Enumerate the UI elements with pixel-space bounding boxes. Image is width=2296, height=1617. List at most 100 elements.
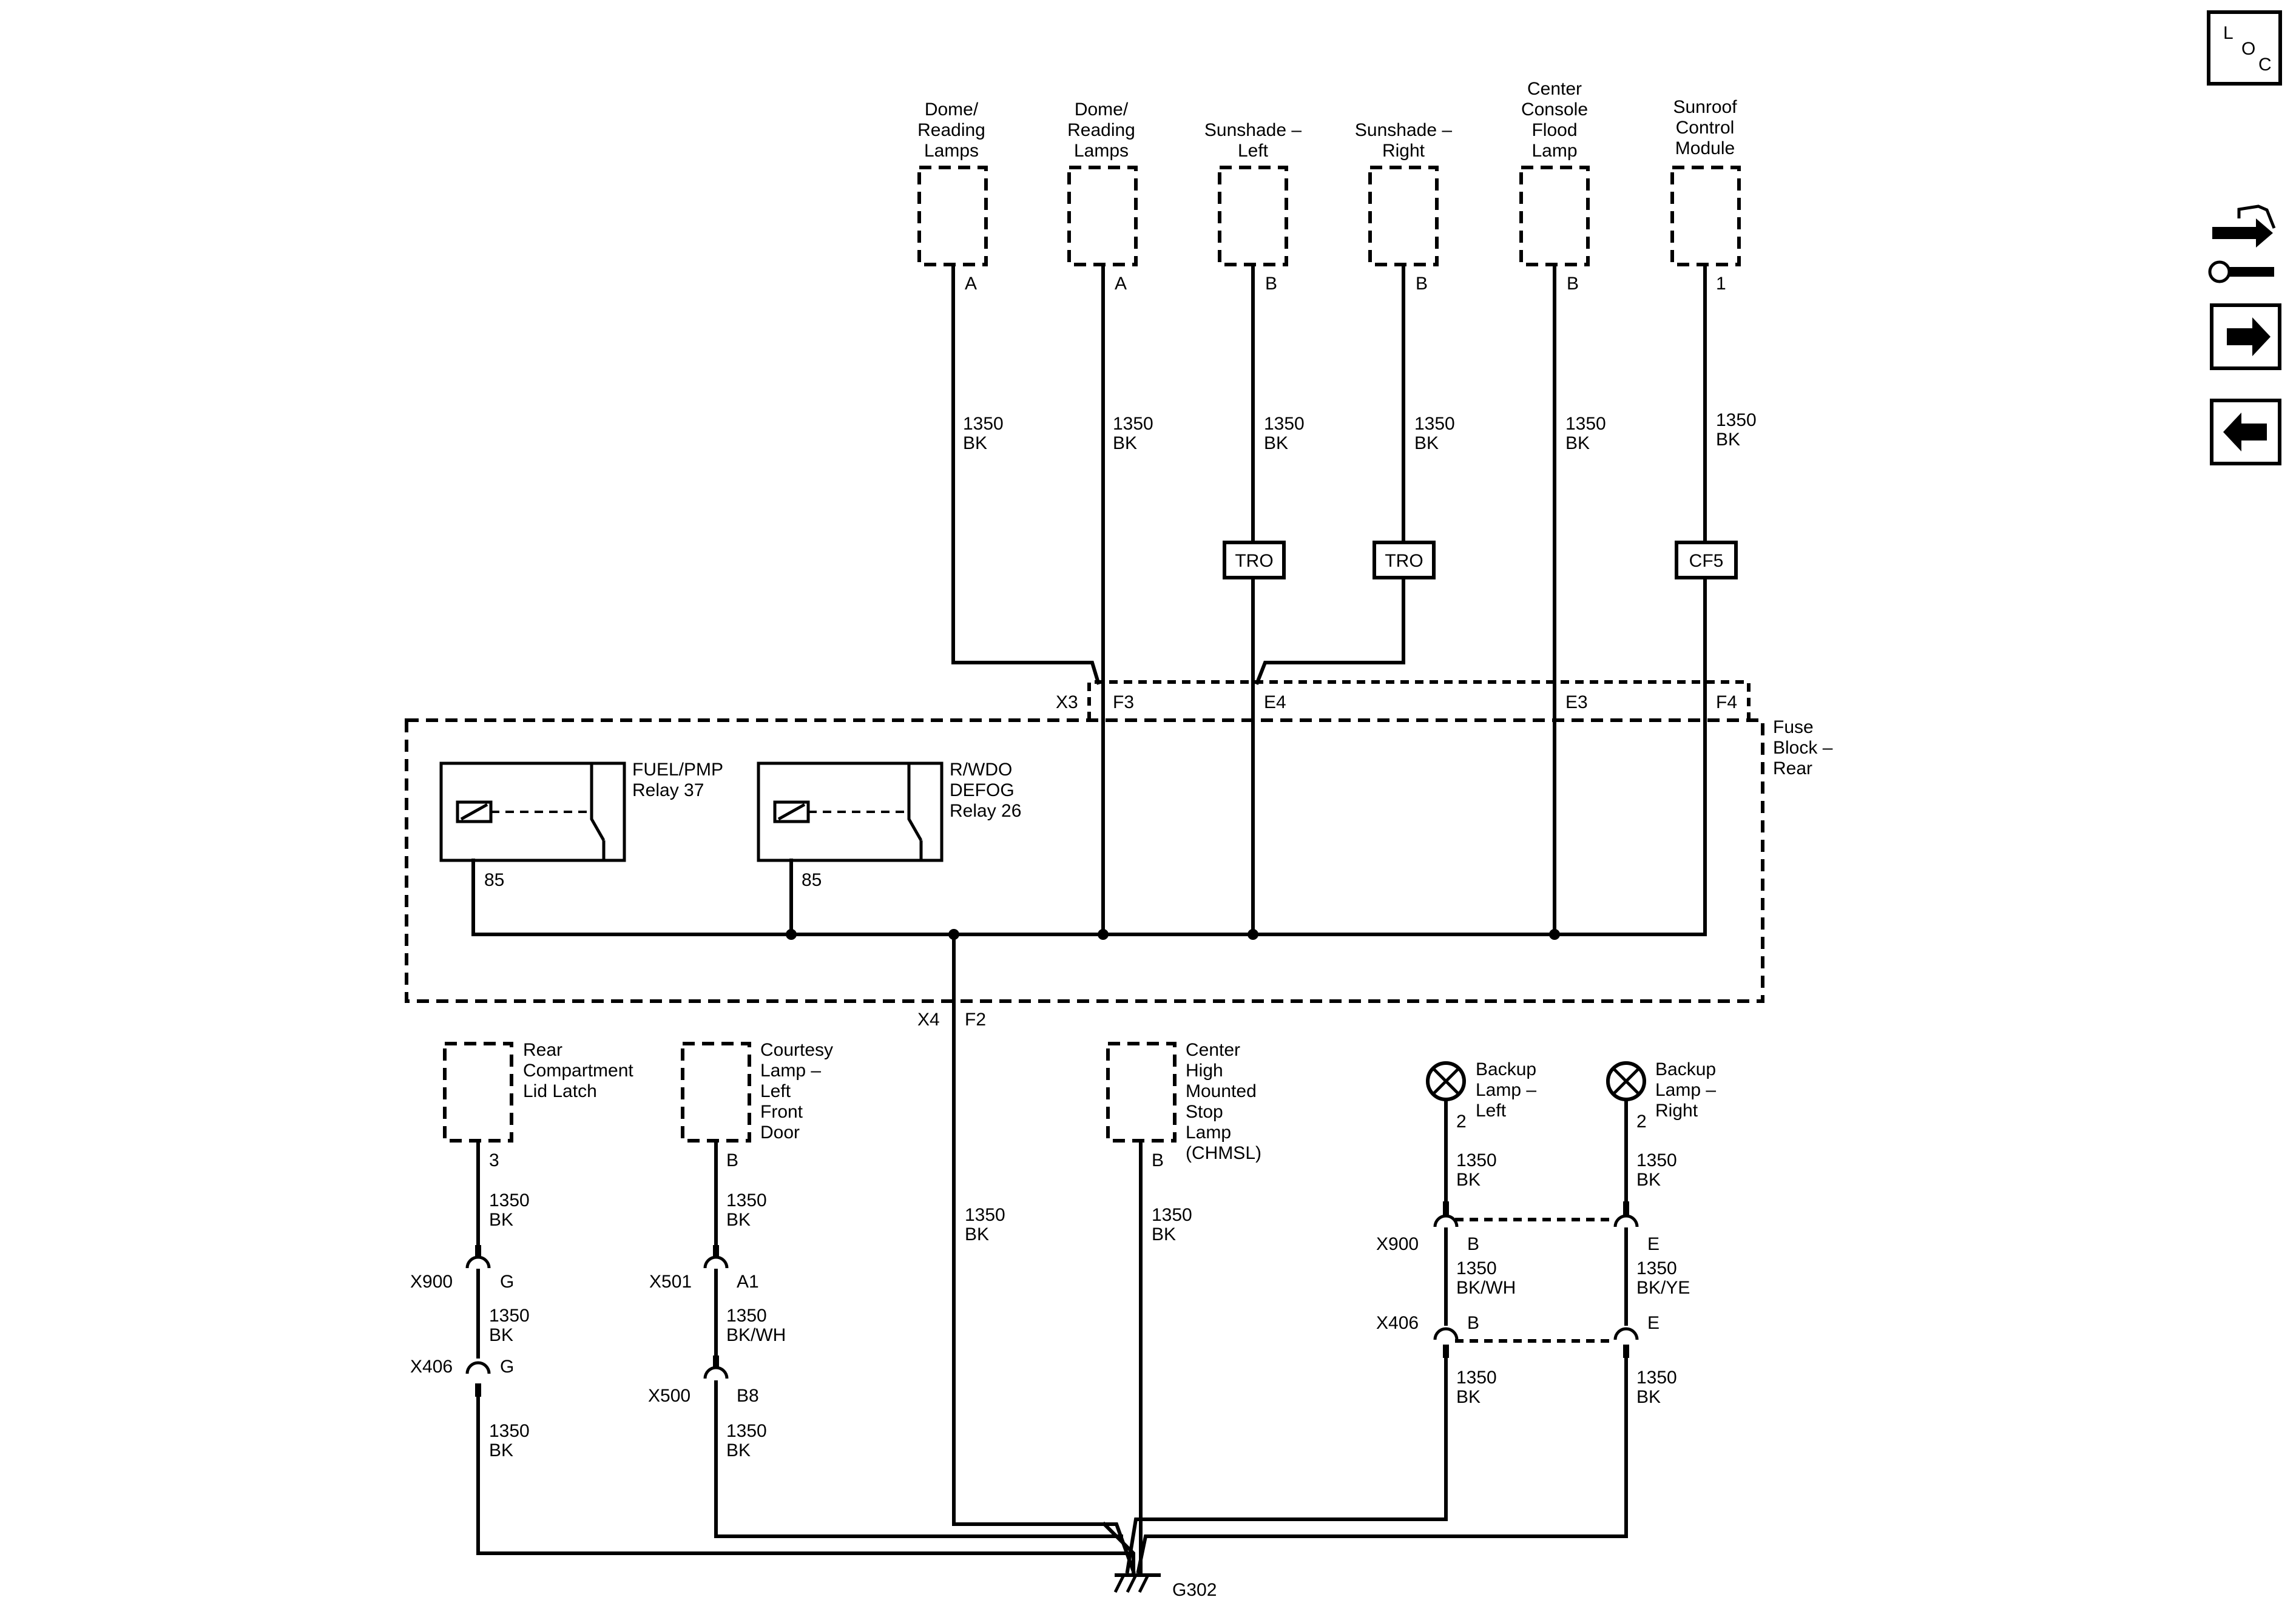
- backup-left-conn-b-pin: B: [1467, 1313, 1479, 1333]
- sunshade-left-wire-color: BK: [1264, 433, 1288, 453]
- connector-x3: X3: [1056, 692, 1078, 712]
- chmsl-label-3: Mounted: [1186, 1081, 1257, 1101]
- courtesy-conn1: X501: [649, 1272, 692, 1292]
- sunroof-pin: 1: [1716, 274, 1726, 294]
- sunroof-label-1: Sunroof: [1673, 97, 1737, 117]
- center-console-flood-lamp: Center Console Flood Lamp B 1350 BK: [1519, 79, 1606, 453]
- relay-26-label-1: R/WDO: [950, 760, 1012, 780]
- lid-latch-w1-color: BK: [489, 1210, 513, 1230]
- courtesy-label-5: Door: [760, 1122, 800, 1143]
- arrow-right-icon[interactable]: [2210, 303, 2281, 370]
- backup-right-conn-a-pin: E: [1647, 1234, 1660, 1254]
- sunshade-right-label-1: Sunshade –: [1355, 120, 1452, 140]
- courtesy-w1-num: 1350: [726, 1190, 767, 1210]
- dome-lamp-1-wire-color: BK: [963, 433, 987, 453]
- courtesy-conn2-pin: B8: [737, 1386, 759, 1406]
- backup-left-label-2: Lamp –: [1476, 1080, 1536, 1100]
- courtesy-lamp-left-front-door: Courtesy Lamp – Left Front Door B 1350 B…: [648, 1040, 833, 1460]
- loc-letter-l: L: [2223, 23, 2234, 43]
- backup-left-w3-color: BK: [1456, 1387, 1481, 1407]
- lid-latch-pin: 3: [489, 1150, 499, 1170]
- lid-latch-w2-color: BK: [489, 1325, 513, 1345]
- fuse-pin-f4: F4: [1716, 692, 1737, 712]
- splice-tro-left: TRO: [1223, 541, 1286, 579]
- rwdo-defog-relay-26: R/WDO DEFOG Relay 26 85: [757, 760, 1021, 890]
- dome-lamp-1-label-2: Reading: [917, 120, 985, 140]
- relay-26-label-3: Relay 26: [950, 801, 1021, 821]
- backup-conn-x900: X900: [1376, 1234, 1419, 1254]
- sunshade-right-wire-color: BK: [1414, 433, 1439, 453]
- sunroof-label-2: Control: [1676, 118, 1735, 138]
- dome-lamp-2-wire-color: BK: [1113, 433, 1137, 453]
- dome-lamp-1-label-1: Dome/: [925, 100, 979, 120]
- relay-37-pin: 85: [484, 870, 504, 890]
- flood-lamp-pin: B: [1567, 274, 1579, 294]
- chmsl-label-1: Center: [1186, 1040, 1240, 1060]
- sunshade-right-label-2: Right: [1382, 141, 1425, 161]
- lid-latch-w3-color: BK: [489, 1440, 513, 1460]
- loc-button[interactable]: L O C: [2207, 10, 2282, 86]
- courtesy-label-1: Courtesy: [760, 1040, 833, 1060]
- lid-latch-conn1: X900: [410, 1272, 453, 1292]
- chmsl-label-4: Stop: [1186, 1102, 1223, 1122]
- harness-connector-icon[interactable]: [2208, 204, 2276, 283]
- main-wire-color: BK: [965, 1224, 989, 1244]
- backup-right-w3-color: BK: [1636, 1387, 1661, 1407]
- sunshade-left-label-2: Left: [1238, 141, 1269, 161]
- lid-latch-label-3: Lid Latch: [523, 1081, 597, 1101]
- dome-lamp-2-label-2: Reading: [1067, 120, 1135, 140]
- courtesy-w1-color: BK: [726, 1210, 751, 1230]
- flood-lamp-wire-num: 1350: [1565, 414, 1606, 434]
- backup-right-label-2: Lamp –: [1655, 1080, 1716, 1100]
- sunroof-label-3: Module: [1675, 138, 1735, 158]
- backup-right-w2-num: 1350: [1636, 1258, 1677, 1278]
- backup-left-w2-color: BK/WH: [1456, 1278, 1516, 1298]
- backup-right-conn-b-pin: E: [1647, 1313, 1660, 1333]
- rear-compartment-lid-latch: Rear Compartment Lid Latch 3 1350 BK X90…: [410, 1040, 633, 1460]
- courtesy-w2-color: BK/WH: [726, 1325, 786, 1345]
- lid-latch-w3-num: 1350: [489, 1421, 530, 1441]
- dome-lamp-2-label-3: Lamps: [1074, 141, 1129, 161]
- sunroof-wire-color: BK: [1716, 430, 1740, 450]
- backup-left-w1-num: 1350: [1456, 1150, 1497, 1170]
- backup-right-w2-color: BK/YE: [1636, 1278, 1690, 1298]
- fuse-block-label-3: Rear: [1773, 758, 1812, 778]
- fuse-block-label-2: Block –: [1773, 738, 1833, 758]
- fuse-pin-f3: F3: [1113, 692, 1134, 712]
- arrow-left-icon[interactable]: [2210, 399, 2281, 465]
- backup-right-w1-num: 1350: [1636, 1150, 1677, 1170]
- sunshade-left-pin: B: [1265, 274, 1277, 294]
- courtesy-w3-color: BK: [726, 1440, 751, 1460]
- splice-cf5: CF5: [1675, 541, 1738, 579]
- relay-26-label-2: DEFOG: [950, 780, 1015, 800]
- backup-lamp-left: Backup Lamp – Left 2 1350 BK B 1350 BK/W…: [1426, 1059, 1536, 1407]
- backup-right-w1-color: BK: [1636, 1170, 1661, 1190]
- splice-cf5-label: CF5: [1689, 551, 1724, 571]
- dome-lamp-2-pin: A: [1115, 274, 1127, 294]
- dome-reading-lamps-1: Dome/ Reading Lamps A 1350 BK: [917, 100, 1004, 453]
- flood-lamp-wire-color: BK: [1565, 433, 1590, 453]
- chmsl-label-2: High: [1186, 1061, 1223, 1081]
- chmsl-label-6: (CHMSL): [1186, 1143, 1261, 1163]
- fuse-pin-e3: E3: [1565, 692, 1588, 712]
- chmsl-stop-lamp: Center High Mounted Stop Lamp (CHMSL) B …: [1106, 1040, 1261, 1244]
- loc-letter-o: O: [2241, 39, 2255, 59]
- backup-right-pin: 2: [1636, 1112, 1647, 1132]
- lid-latch-label-1: Rear: [523, 1040, 562, 1060]
- backup-conn-x406: X406: [1376, 1313, 1419, 1333]
- sunshade-left-label-1: Sunshade –: [1204, 120, 1302, 140]
- connector-x4: X4: [917, 1010, 940, 1030]
- ground-g302: G302: [1101, 1521, 1217, 1600]
- chmsl-label-5: Lamp: [1186, 1122, 1231, 1143]
- courtesy-conn2: X500: [648, 1386, 690, 1406]
- ground-label: G302: [1172, 1580, 1217, 1600]
- flood-lamp-label-4: Lamp: [1531, 141, 1577, 161]
- dome-lamp-2-label-1: Dome/: [1075, 100, 1129, 120]
- backup-left-label-3: Left: [1476, 1101, 1507, 1121]
- sunshade-right-pin: B: [1416, 274, 1428, 294]
- flood-lamp-label-3: Flood: [1531, 120, 1577, 140]
- lid-latch-w2-num: 1350: [489, 1306, 530, 1326]
- fuel-pmp-relay-37: FUEL/PMP Relay 37 85: [439, 760, 723, 890]
- dome-lamp-2-wire-num: 1350: [1113, 414, 1153, 434]
